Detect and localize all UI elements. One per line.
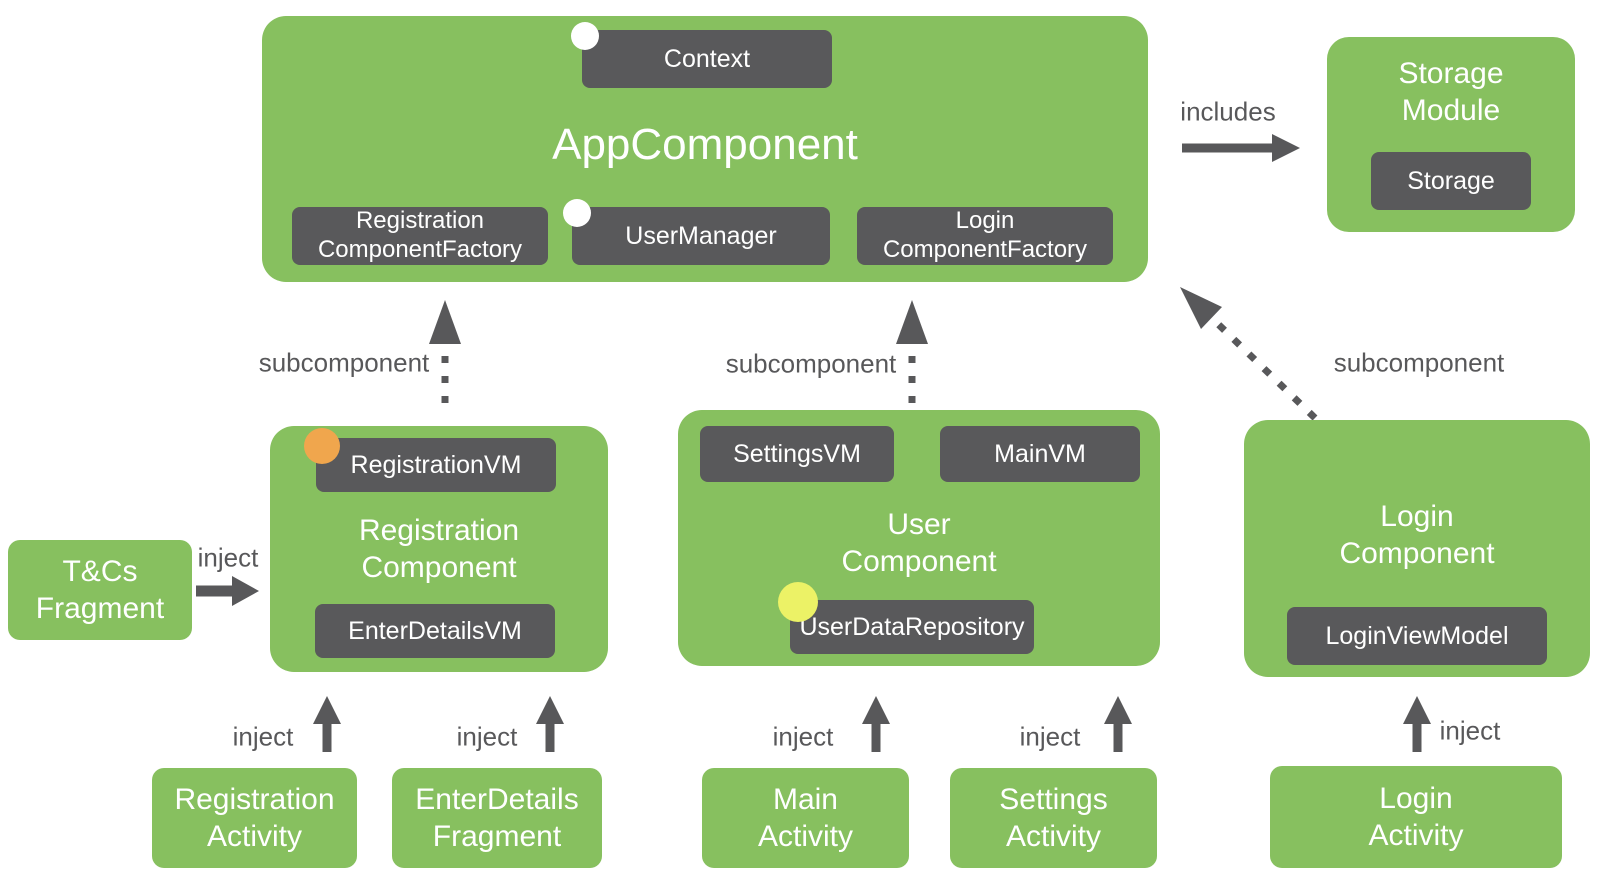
app-component-title: AppComponent (552, 120, 858, 169)
registration-activity-box: Registration Activity (152, 768, 357, 868)
login-component-factory-chip: Login ComponentFactory (857, 207, 1113, 265)
storage-module-box: Storage Module Storage (1327, 37, 1575, 232)
storage-module-title: Storage Module (1398, 57, 1504, 128)
settings-vm-chip: SettingsVM (700, 426, 894, 482)
inject-label-settings-activity: inject (1019, 721, 1081, 752)
context-scope-dot-icon (571, 22, 599, 50)
inject-arrow-settings-activity (1104, 696, 1132, 752)
subcomponent-arrow-registration (429, 300, 461, 404)
login-component-box: Login Component LoginViewModel (1244, 420, 1590, 677)
tcs-fragment-box: T&Cs Fragment (8, 540, 192, 640)
includes-arrow (1182, 134, 1300, 162)
context-chip: Context (582, 30, 832, 88)
login-activity-box: Login Activity (1270, 766, 1562, 868)
inject-label-registration-activity: inject (232, 721, 294, 752)
tcs-inject-arrow (196, 576, 259, 606)
user-data-repository-scope-dot-icon (778, 582, 818, 622)
registration-component-title: Registration Component (358, 514, 520, 585)
user-component-box: SettingsVM MainVM User Component UserDat… (678, 410, 1160, 666)
enter-details-vm-chip: EnterDetailsVM (315, 604, 555, 658)
login-component-title: Login Component (1339, 500, 1495, 571)
subcomponent-label-login: subcomponent (1333, 347, 1505, 378)
inject-label-login-activity: inject (1439, 715, 1501, 746)
user-manager-chip: UserManager (572, 207, 830, 265)
registration-vm-chip: RegistrationVM (316, 438, 556, 492)
registration-vm-scope-dot-icon (304, 428, 340, 464)
login-view-model-chip: LoginViewModel (1287, 607, 1547, 665)
inject-arrow-main-activity (862, 696, 890, 752)
enterdetails-fragment-box: EnterDetails Fragment (392, 768, 602, 868)
storage-chip: Storage (1371, 152, 1531, 210)
main-activity-box: Main Activity (702, 768, 909, 868)
inject-arrow-enterdetails-fragment (536, 696, 564, 752)
subcomponent-arrow-login (1180, 287, 1318, 421)
app-component-box: Context AppComponent Registration Compon… (262, 16, 1148, 282)
subcomponent-label-user: subcomponent (725, 348, 897, 379)
inject-label-main-activity: inject (772, 721, 834, 752)
inject-arrow-login-activity (1403, 696, 1431, 752)
registration-component-box: RegistrationVM Registration Component En… (270, 426, 608, 672)
user-data-repository-chip: UserDataRepository (790, 600, 1034, 654)
main-vm-chip: MainVM (940, 426, 1140, 482)
inject-arrow-registration-activity (313, 696, 341, 752)
includes-label: includes (1180, 96, 1276, 127)
user-component-title: User Component (841, 508, 997, 579)
registration-component-factory-chip: Registration ComponentFactory (292, 207, 548, 265)
subcomponent-label-registration: subcomponent (258, 347, 430, 378)
inject-label-tcs: inject (197, 542, 259, 573)
subcomponent-arrow-user (896, 300, 928, 404)
settings-activity-box: Settings Activity (950, 768, 1157, 868)
inject-label-enterdetails-fragment: inject (456, 721, 518, 752)
user-manager-scope-dot-icon (563, 199, 591, 227)
